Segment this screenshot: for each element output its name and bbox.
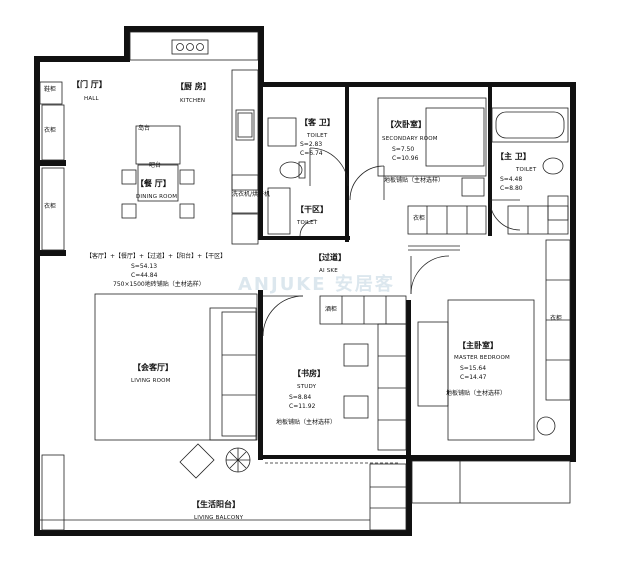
study-floor: 地板铺贴（主材选样）	[276, 419, 337, 426]
secondary-room-floor: 地板铺贴（主材选样）	[384, 177, 445, 184]
living-room-en-label: LIVING ROOM	[131, 378, 171, 384]
study-area-c: C=11.92	[289, 403, 316, 410]
guest-bath-area-s: S=2.83	[300, 141, 323, 148]
dry-area-en-label: TOILET	[297, 220, 318, 226]
balcony-label: 【生活阳台】	[192, 500, 240, 509]
combined-area-label: 【客厅】+【餐厅】+【过道】+【阳台】+【干区】	[86, 253, 227, 260]
guest-bath-en-label: TOILET	[307, 133, 328, 139]
aisle-en-label: AI SKE	[319, 268, 338, 274]
aisle-label: 【过道】	[314, 253, 346, 262]
guest-bath-area-c: C=6.74	[300, 150, 323, 157]
wardrobe-label-3: 衣柜	[413, 215, 426, 222]
master-bath-label: 【主 卫】	[496, 152, 531, 161]
master-bedroom-label: 【主卧室】	[458, 341, 498, 350]
master-bath-area-s: S=4.48	[500, 176, 523, 183]
bar-label: 吧台	[149, 162, 162, 169]
master-bedroom-en-label: MASTER BEDROOM	[454, 355, 510, 361]
secondary-room-label: 【次卧室】	[386, 120, 426, 129]
wardrobe-label-2: 衣柜	[44, 203, 57, 210]
master-bath-area-c: C=8.80	[500, 185, 523, 192]
shoe-cabinet-label: 鞋柜	[44, 86, 57, 93]
hall-label: 【门 厅】	[72, 80, 107, 89]
study-en-label: STUDY	[297, 384, 317, 390]
combined-area-c: C=44.84	[131, 272, 158, 279]
living-room-label: 【会客厅】	[133, 363, 173, 372]
kitchen-en-label: KITCHEN	[180, 98, 206, 104]
master-bedroom-area-c: C=14.47	[460, 374, 487, 381]
wardrobe-label-4: 衣柜	[550, 315, 563, 322]
combined-area-tile: 750×1500地砖铺贴（主材选样）	[113, 281, 205, 288]
guest-bath-label: 【客 卫】	[300, 118, 335, 127]
walls	[34, 26, 576, 536]
secondary-room-area-s: S=7.50	[392, 146, 415, 153]
hall-en-label: HALL	[84, 96, 99, 102]
kitchen-label: 【厨 房】	[176, 82, 211, 91]
door-swings	[262, 147, 521, 337]
laundry-label: 洗衣机/烘干机	[232, 191, 271, 198]
wardrobe-label-1: 衣柜	[44, 127, 57, 134]
plant-icon	[225, 447, 251, 473]
secondary-room-area-c: C=10.96	[392, 155, 419, 162]
study-area-s: S=8.84	[289, 394, 312, 401]
dry-area-label: 【干区】	[296, 205, 328, 214]
dining-en-label: DINING ROOM	[136, 194, 178, 200]
dining-label: 【餐 厅】	[136, 179, 171, 188]
master-bedroom-area-s: S=15.64	[460, 365, 487, 372]
wine-rack-label: 酒柜	[325, 306, 338, 313]
thin-lines	[39, 31, 571, 531]
master-bedroom-floor: 地板铺贴（主材选样）	[446, 390, 507, 397]
combined-area-s: S=54.13	[131, 263, 158, 270]
secondary-room-en-label: SECONDARY ROOM	[382, 136, 438, 142]
master-bath-en-label: TOILET	[516, 167, 537, 173]
island-label: 岛台	[138, 125, 151, 132]
study-label: 【书房】	[293, 369, 325, 378]
balcony-en-label: LIVING BALCONY	[194, 515, 244, 521]
watermark: ANJUKE 安居客	[238, 274, 395, 295]
